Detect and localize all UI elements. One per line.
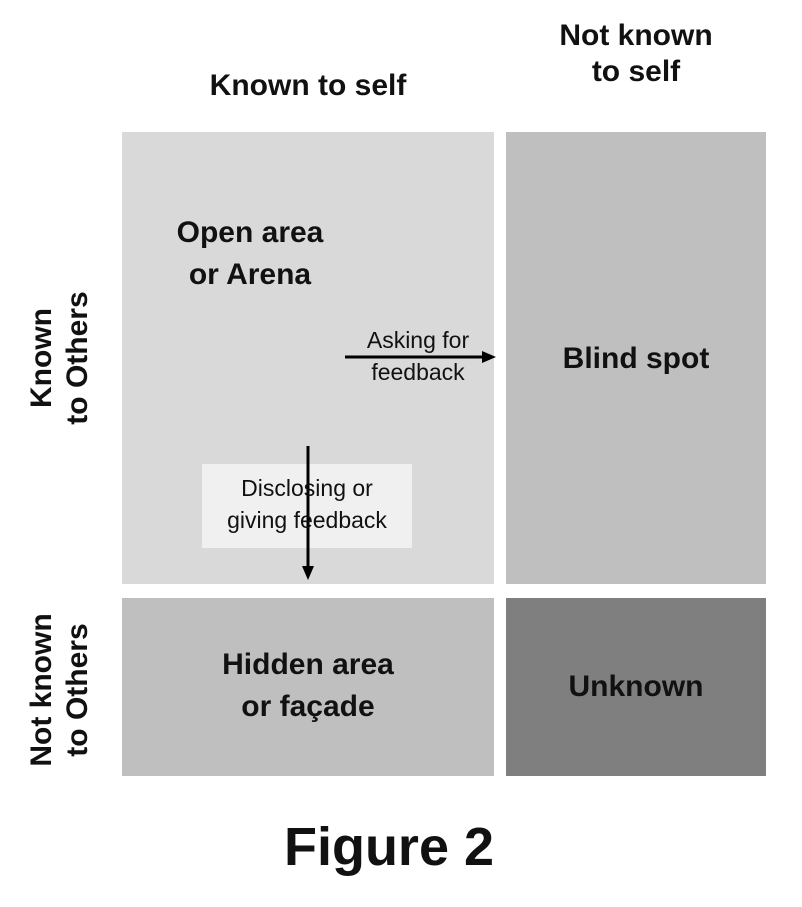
hidden-area-label-line-2: or façade <box>241 690 375 723</box>
column-header-known-to-self: Known to self <box>209 69 407 102</box>
column-header-line-1: Not known <box>559 19 713 52</box>
open-area-label-line-2: or Arena <box>188 258 312 291</box>
disclosing-label: Disclosing or giving feedback <box>202 472 412 536</box>
unknown-label: Unknown <box>568 670 704 703</box>
open-area-label-line-1: Open area <box>176 216 324 249</box>
quadrant-unknown <box>506 598 766 776</box>
disclosing-line-1: Disclosing or <box>241 475 373 501</box>
hidden-area-label: Hidden area or façade <box>182 644 434 728</box>
quadrant-hidden-area <box>122 598 494 776</box>
asking-feedback-line-1: Asking for <box>366 327 470 353</box>
quadrant-blind-spot <box>506 132 766 584</box>
asking-feedback-line-2: feedback <box>371 359 465 385</box>
asking-feedback-label: Asking for feedback <box>338 324 498 388</box>
column-header-line-2: to self <box>591 55 681 88</box>
figure-title: Figure 2 <box>283 817 495 877</box>
asking-feedback-arrow <box>345 351 496 363</box>
column-header-not-known-to-self: Not known to self <box>506 18 766 90</box>
hidden-area-label-line-1: Hidden area <box>222 648 394 681</box>
open-area-label: Open area or Arena <box>150 212 350 296</box>
disclosing-arrow <box>302 446 314 580</box>
blind-spot-label: Blind spot <box>562 342 710 375</box>
disclosing-line-2: giving feedback <box>227 507 387 533</box>
